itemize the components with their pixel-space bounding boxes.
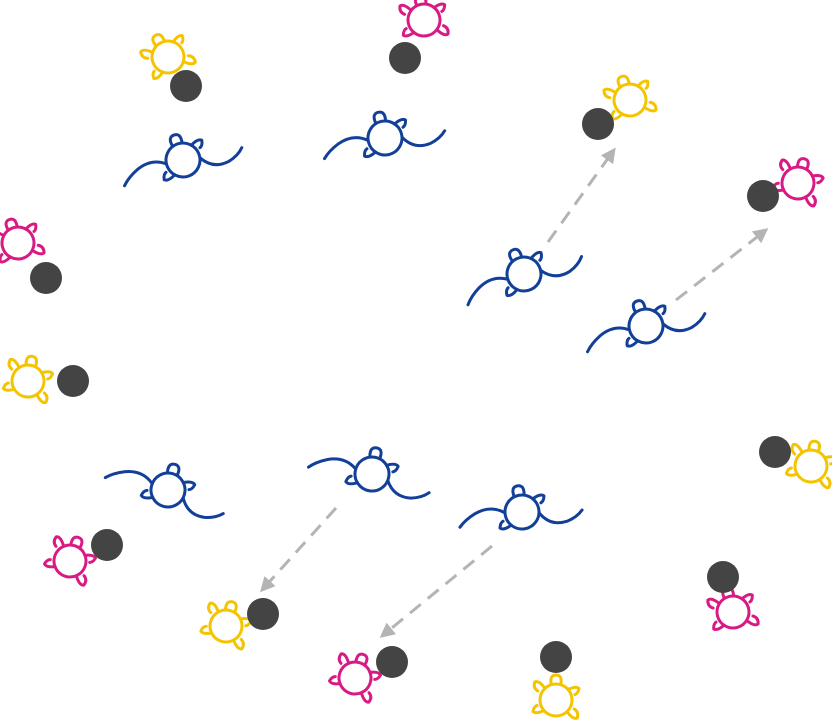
ball-icon: [247, 598, 279, 630]
yellow-turtle-icon: [531, 673, 581, 720]
blue-turtle-icon: [586, 299, 707, 354]
blue-turtle-icon: [306, 446, 431, 500]
blue-turtle-icon: [458, 484, 584, 531]
blue-turtle-icon: [466, 247, 584, 307]
dashed-arrow-icon: [546, 147, 616, 243]
pink-turtle-icon: [398, 0, 450, 38]
pink-turtle-icon: [706, 586, 760, 632]
blue-turtles: [103, 110, 707, 531]
ball-icon: [707, 561, 739, 593]
ball-icon: [30, 262, 62, 294]
yellow-turtle-icon: [784, 439, 832, 490]
ball-icon: [747, 180, 779, 212]
dashed-arrow-icon: [379, 544, 493, 638]
yellow-turtle-icon: [199, 600, 253, 651]
pink-turtle-icon: [0, 217, 46, 264]
ball-icon: [57, 365, 89, 397]
ball-icon: [540, 641, 572, 673]
pink-turtle-icon: [771, 157, 825, 208]
arrows-layer: [259, 147, 769, 638]
ball-icon: [389, 42, 421, 74]
ball-icon: [170, 70, 202, 102]
ball-icon: [759, 436, 791, 468]
yellow-turtle-icon: [602, 74, 658, 121]
dashed-arrow-icon: [675, 228, 769, 302]
dashed-arrow-icon: [259, 506, 338, 593]
yellow-turtle-icon: [1, 354, 55, 405]
blue-turtle-icon: [323, 110, 447, 161]
ball-icon: [91, 529, 123, 561]
pink-turtle-icon: [42, 535, 98, 587]
blue-turtle-icon: [123, 133, 244, 188]
yellow-turtle-icon: [139, 33, 197, 81]
ball-icon: [582, 108, 614, 140]
blue-turtle-icon: [103, 462, 225, 520]
ball-icon: [376, 646, 408, 678]
pink-turtle-icon: [327, 652, 383, 704]
